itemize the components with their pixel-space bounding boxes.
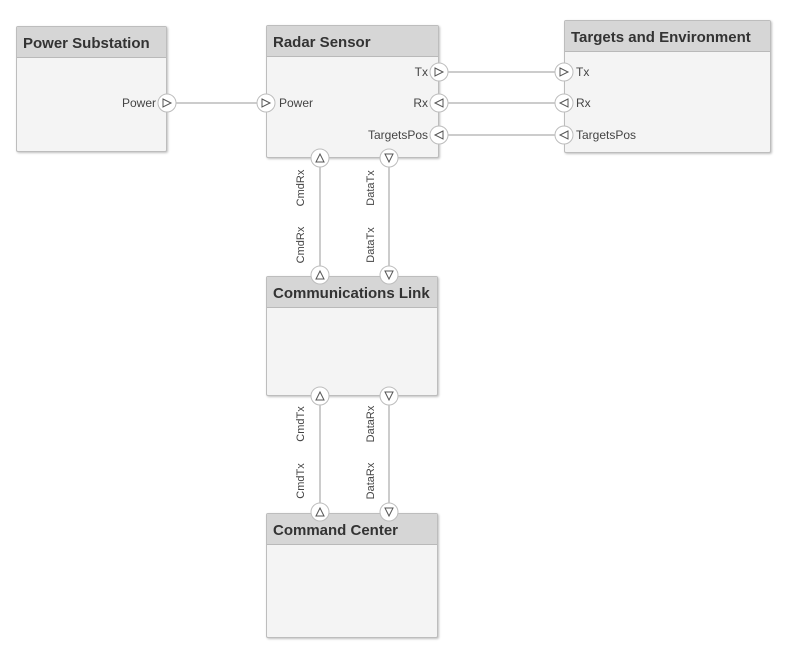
port-label-env-tx: Tx [576,65,590,79]
port-label-radar-datatx: DataTx [365,170,377,206]
port-label-power-out: Power [121,96,156,110]
port-cc-cmdtx[interactable] [310,502,330,522]
block-title: Power Substation [17,27,166,58]
port-label-link-cmdtx: CmdTx [295,406,307,442]
port-label-link-datarx: DataRx [365,405,377,443]
port-label-cc-datarx: DataRx [365,462,377,500]
block-communications-link[interactable]: Communications Link [266,276,438,396]
port-link-cmdrx[interactable] [310,265,330,285]
port-radar-targetspos[interactable] [429,125,449,145]
port-label-radar-rx: Rx [413,96,428,110]
block-title: Command Center [267,514,437,545]
port-label-env-targetspos: TargetsPos [576,128,637,142]
port-link-datatx[interactable] [379,265,399,285]
port-label-env-rx: Rx [576,96,591,110]
block-title: Communications Link [267,277,437,308]
port-label-radar-cmdrx: CmdRx [295,169,307,207]
port-label-radar-power-in: Power [279,96,314,110]
block-targets-environment[interactable]: Targets and Environment [564,20,771,153]
port-label-link-datatx: DataTx [365,227,377,263]
port-label-link-cmdrx: CmdRx [295,226,307,264]
port-link-datarx[interactable] [379,386,399,406]
port-env-tx[interactable] [554,62,574,82]
port-label-radar-tx: Tx [414,65,428,79]
port-env-targetspos[interactable] [554,125,574,145]
block-command-center[interactable]: Command Center [266,513,438,638]
port-power-out[interactable] [157,93,177,113]
port-radar-datatx[interactable] [379,148,399,168]
port-radar-rx[interactable] [429,93,449,113]
block-power-substation[interactable]: Power Substation [16,26,167,152]
port-radar-power-in[interactable] [256,93,276,113]
port-link-cmdtx[interactable] [310,386,330,406]
port-radar-tx[interactable] [429,62,449,82]
block-title: Targets and Environment [565,21,770,52]
block-title: Radar Sensor [267,26,438,57]
port-cc-datarx[interactable] [379,502,399,522]
port-env-rx[interactable] [554,93,574,113]
port-label-cc-cmdtx: CmdTx [295,463,307,499]
port-label-radar-targetspos: TargetsPos [367,128,428,142]
block-radar-sensor[interactable]: Radar Sensor [266,25,439,158]
port-radar-cmdrx[interactable] [310,148,330,168]
